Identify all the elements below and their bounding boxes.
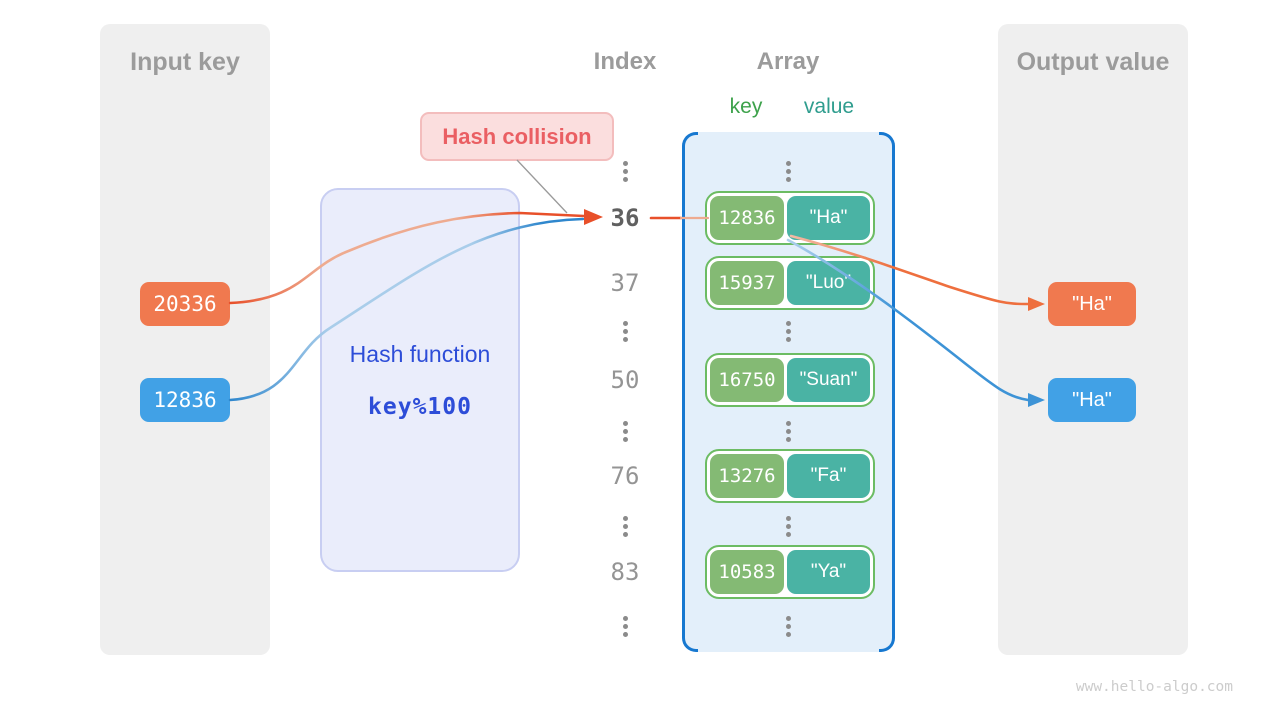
index-value-50: 50	[610, 366, 640, 394]
index-value-83: 83	[610, 558, 640, 586]
index-value-37: 37	[610, 269, 640, 297]
vertical-ellipsis-icon	[758, 421, 818, 442]
array-row-key: 12836	[710, 196, 784, 240]
index-value-76: 76	[610, 462, 640, 490]
index-column-header: Index	[593, 48, 657, 75]
hash-collision-callout: Hash collision	[420, 112, 614, 161]
output-value-chip-blue: "Ha"	[1048, 378, 1136, 422]
array-row-value: "Suan"	[787, 358, 870, 402]
input-key-panel: Input key	[100, 24, 270, 655]
output-panel-title: Output value	[1016, 48, 1170, 76]
array-row-value: "Ha"	[787, 196, 870, 240]
input-key-chip-12836: 12836	[140, 378, 230, 422]
array-row-key: 15937	[710, 261, 784, 305]
vertical-ellipsis-icon	[595, 616, 655, 637]
array-row-key: 13276	[710, 454, 784, 498]
key-subheader: key	[729, 95, 763, 118]
vertical-ellipsis-icon	[758, 161, 818, 182]
array-right-bracket	[879, 132, 895, 652]
output-value-chip-orange: "Ha"	[1048, 282, 1136, 326]
collision-pointer-line	[516, 159, 568, 214]
array-row: 16750 "Suan"	[705, 353, 875, 407]
value-subheader: value	[803, 95, 855, 118]
vertical-ellipsis-icon	[758, 616, 818, 637]
vertical-ellipsis-icon	[595, 421, 655, 442]
vertical-ellipsis-icon	[758, 321, 818, 342]
hash-function-formula: key%100	[368, 393, 472, 420]
output-value-panel: Output value	[998, 24, 1188, 655]
vertical-ellipsis-icon	[595, 161, 655, 182]
index-value-36: 36	[610, 204, 640, 232]
array-row: 12836 "Ha"	[705, 191, 875, 245]
vertical-ellipsis-icon	[595, 516, 655, 537]
input-key-chip-20336: 20336	[140, 282, 230, 326]
vertical-ellipsis-icon	[595, 321, 655, 342]
input-panel-title: Input key	[130, 48, 240, 76]
array-column-header: Array	[756, 48, 820, 75]
array-row-value: "Ya"	[787, 550, 870, 594]
watermark: www.hello-algo.com	[1075, 679, 1233, 695]
array-row-value: "Luo"	[787, 261, 870, 305]
array-row-key: 10583	[710, 550, 784, 594]
array-row: 10583 "Ya"	[705, 545, 875, 599]
hash-function-name: Hash function	[349, 340, 491, 367]
vertical-ellipsis-icon	[758, 516, 818, 537]
array-row: 13276 "Fa"	[705, 449, 875, 503]
array-row-key: 16750	[710, 358, 784, 402]
hash-function-box: Hash function key%100	[320, 188, 520, 572]
array-row: 15937 "Luo"	[705, 256, 875, 310]
array-row-value: "Fa"	[787, 454, 870, 498]
array-left-bracket	[682, 132, 698, 652]
